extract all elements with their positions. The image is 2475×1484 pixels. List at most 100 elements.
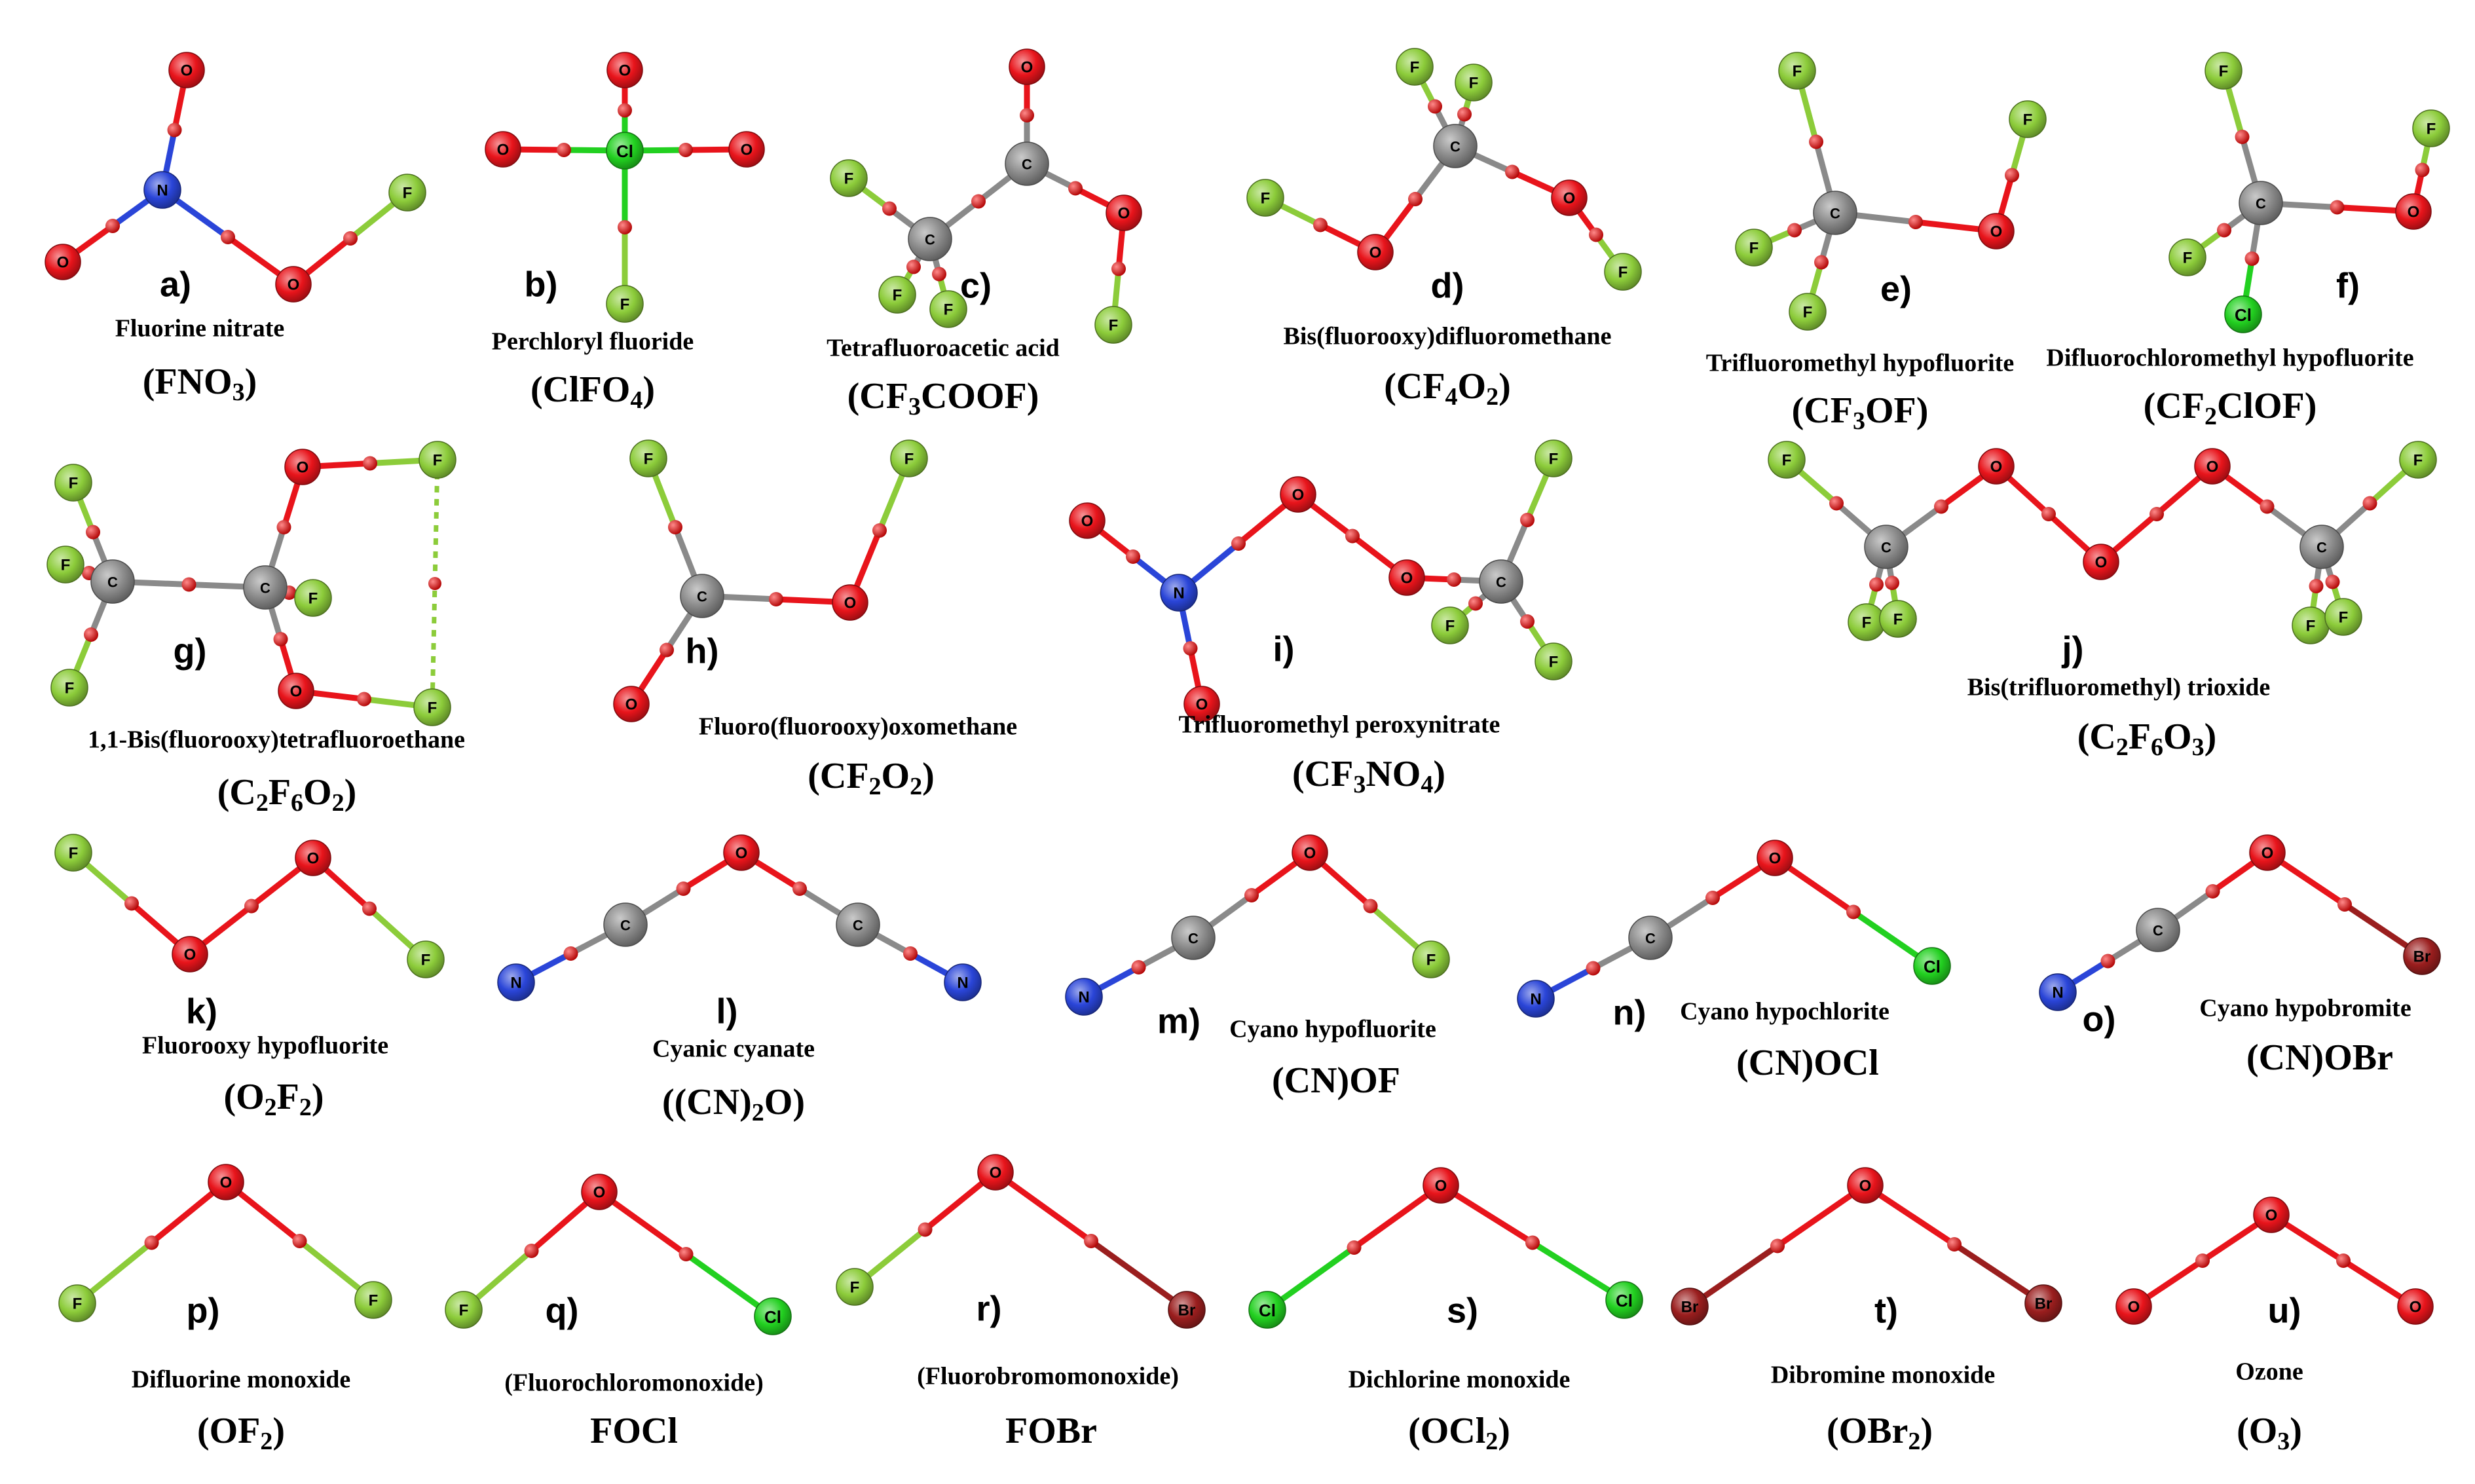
atom-c: C	[836, 902, 880, 947]
molecule-name: Perchloryl fluoride	[492, 328, 694, 356]
atom-label: O	[2408, 204, 2420, 221]
atom-label: O	[1118, 205, 1130, 223]
atom-n: N	[143, 171, 181, 209]
bond-critical-point	[1505, 164, 1519, 179]
bond-critical-point	[1126, 549, 1140, 564]
bond-critical-point	[1068, 181, 1083, 196]
molecule-n	[1533, 855, 1935, 1002]
atom-c: C	[90, 559, 135, 604]
atom-f: F	[50, 669, 88, 707]
atom-label: O	[2261, 845, 2274, 863]
bond-critical-point	[2005, 168, 2019, 183]
bond-critical-point	[1934, 499, 1948, 514]
atom-c: C	[1813, 191, 1857, 235]
atom-label: N	[957, 974, 968, 992]
atom-f: F	[419, 441, 456, 479]
panel-letter: c)	[960, 266, 992, 305]
atom-o: O	[1106, 195, 1142, 231]
panel-letter: h)	[686, 631, 719, 671]
atom-o: O	[2253, 1196, 2290, 1233]
atom-c: C	[603, 902, 648, 947]
atom-o: O	[295, 840, 331, 876]
atom-f: F	[1848, 603, 1886, 641]
atom-o: O	[1388, 559, 1425, 596]
panel-letter: l)	[716, 992, 738, 1031]
molecule-name: 1,1-Bis(fluorooxy)tetrafluoroethane	[88, 726, 465, 754]
molecule-name: Cyano hypobromite	[2199, 995, 2411, 1022]
molecule-formula: (CF3OF)	[1792, 390, 1929, 435]
molecule-formula: (O2F2)	[223, 1077, 324, 1121]
panel-letter: o)	[2083, 999, 2116, 1039]
atom-c: C	[1864, 525, 1908, 569]
molecule-name: Trifluoromethyl peroxynitrate	[1179, 711, 1500, 739]
panel-letter: g)	[174, 631, 207, 671]
bond-critical-point	[144, 1235, 159, 1250]
atom-label: Br	[1681, 1299, 1699, 1316]
bond-critical-point	[1589, 227, 1603, 242]
atom-cl: Cl	[1605, 1281, 1643, 1319]
bond-critical-point	[1705, 891, 1720, 905]
atom-label: C	[925, 232, 935, 248]
bond-critical-point	[167, 122, 182, 138]
atom-label: O	[184, 946, 196, 964]
atom-label: O	[1196, 696, 1208, 714]
bond-critical-point	[1447, 572, 1461, 587]
bond-critical-point	[244, 899, 259, 914]
bond-critical-point	[1468, 596, 1483, 611]
bond-critical-point	[221, 230, 235, 244]
bond-critical-point	[105, 219, 120, 233]
molecule-formula: (OBr2)	[1827, 1411, 1933, 1455]
atom-label: N	[1078, 989, 1089, 1007]
atom-label: F	[421, 952, 431, 969]
atom-label: F	[1410, 59, 1420, 77]
atom-label: O	[220, 1174, 233, 1192]
molecule-formula: FOBr	[1005, 1411, 1097, 1451]
atom-f: F	[1789, 293, 1827, 331]
molecule-name: Ozone	[2235, 1358, 2303, 1386]
bond-critical-point	[276, 520, 291, 534]
atom-f: F	[830, 159, 868, 197]
bond-critical-point	[428, 577, 441, 590]
bond-critical-point	[2217, 223, 2231, 238]
molecule-formula: (FNO3)	[143, 362, 257, 406]
atom-o: O	[1423, 1167, 1459, 1204]
atom-f: F	[1455, 64, 1493, 102]
bond-critical-point	[1244, 888, 1259, 902]
molecule-f	[2184, 67, 2434, 318]
molecule-t	[1686, 1182, 2047, 1310]
bond-critical-point	[1313, 217, 1328, 232]
atom-label: O	[2095, 554, 2108, 572]
atom-label: F	[1469, 75, 1479, 92]
bond-critical-point	[2100, 954, 2115, 969]
atom-label: F	[2219, 63, 2229, 81]
atom-f: F	[1879, 600, 1917, 638]
molecule-name: Fluorooxy hypofluorite	[142, 1032, 388, 1060]
atom-label: O	[181, 62, 193, 80]
atom-label: F	[1749, 240, 1759, 257]
molecule-formula: (CN)OCl	[1736, 1043, 1879, 1083]
atom-c: C	[1171, 916, 1216, 960]
atom-o: O	[1978, 213, 2015, 250]
atom-label: F	[369, 1292, 379, 1310]
molecule-r	[851, 1169, 1190, 1313]
bond-critical-point	[1908, 215, 1923, 229]
atom-cl: Cl	[2224, 295, 2262, 333]
atom-label: F	[1549, 451, 1559, 468]
molecule-formula: FOCl	[590, 1411, 678, 1451]
bond-critical-point	[362, 901, 377, 916]
bond-critical-point	[357, 692, 371, 707]
panel-letter: j)	[2062, 629, 2084, 669]
panel-letter: n)	[1613, 993, 1647, 1032]
atom-label: C	[1645, 931, 1656, 947]
atom-f: F	[1396, 48, 1434, 86]
atom-label: F	[1893, 611, 1903, 629]
atom-o: O	[2249, 834, 2286, 871]
atom-o: O	[1292, 834, 1328, 871]
bond-critical-point	[882, 201, 897, 216]
atom-label: O	[288, 276, 300, 294]
bond-critical-point	[1111, 261, 1126, 276]
atom-label: O	[844, 595, 857, 612]
bond-critical-point	[679, 1247, 694, 1261]
atom-f: F	[1535, 642, 1572, 680]
bond-critical-point	[1829, 496, 1844, 511]
